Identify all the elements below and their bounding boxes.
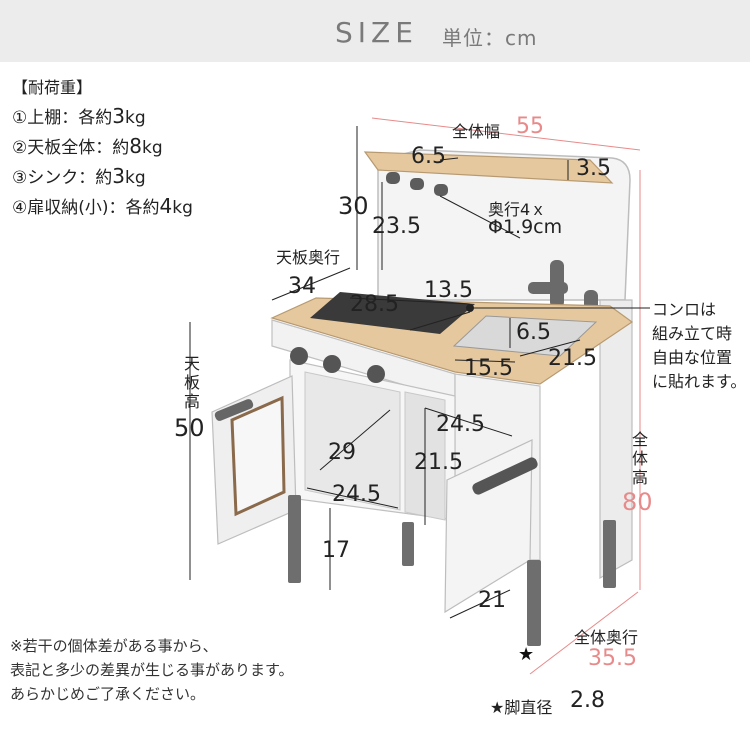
load-item-1: ①上棚：各約3kg [12, 104, 146, 128]
cabinet-depth-value: 29 [328, 440, 356, 465]
leg-height-value: 17 [322, 538, 350, 563]
top-height-label: 天板高 [184, 354, 201, 411]
door-handle [472, 457, 538, 495]
oven-window [230, 395, 286, 517]
total-height-value: 80 [622, 488, 653, 516]
unit-label: 単位：cm [442, 26, 538, 50]
knob-icon [290, 347, 385, 383]
stove-pointer-dot [466, 304, 474, 312]
load-capacity-heading: 【耐荷重】 [12, 78, 93, 97]
leg-diameter-value: 2.8 [570, 688, 605, 713]
total-depth-label: 全体奥行 [574, 628, 639, 647]
cabinet-height-value: 21.5 [414, 450, 463, 475]
sink-width-value: 21.5 [548, 346, 597, 371]
total-height-label: 全体高 [632, 430, 649, 487]
pink-dimension-lines [371, 117, 641, 675]
dimension-lines [189, 126, 650, 619]
size-header: SIZE 単位：cm [0, 0, 750, 62]
load-item-2: ②天板全体：約8kg [12, 134, 163, 158]
star-marker-icon: ★ [518, 644, 534, 665]
back-height-value: 30 [338, 192, 369, 220]
shelf-depth-value: 6.5 [411, 144, 446, 169]
hook-label-2: Φ1.9cm [488, 216, 563, 238]
disclaimer: ※若干の個体差がある事から、 表記と多少の差異が生じる事があります。 あらかじめ… [10, 637, 294, 703]
sink-length-value: 15.5 [464, 356, 513, 381]
load-item-4: ④扉収納(小)：各約4kg [12, 194, 193, 218]
top-height-value: 50 [174, 414, 205, 442]
shelf-thickness-value: 3.5 [576, 156, 611, 181]
sink-depth-value: 6.5 [516, 320, 551, 345]
stove-width-value: 28.5 [350, 292, 399, 317]
total-depth-value: 35.5 [588, 646, 637, 671]
small-door-width-value: 24.5 [436, 412, 485, 437]
hook-label-1: 奥行4ｘ [488, 200, 547, 219]
legs [288, 495, 616, 646]
stove-depth-value: 13.5 [424, 278, 473, 303]
load-item-3: ③シンク：約3kg [12, 164, 146, 188]
leg-diameter-label: ★脚直径 [490, 698, 553, 717]
back-inner-height-value: 23.5 [372, 214, 421, 239]
side-panel [599, 299, 633, 580]
top-shelf [363, 151, 614, 184]
total-width-label: 全体幅 [452, 122, 501, 141]
stove-note: コンロは 組み立て時 自由な位置 に貼れます。 [652, 300, 747, 391]
door-width-value: 21 [478, 588, 506, 613]
load-capacity-list: 【耐荷重】 ①上棚：各約3kg ②天板全体：約8kg ③シンク：約3kg ④扉収… [12, 74, 193, 222]
size-title: SIZE [335, 16, 418, 49]
left-cabinet-interior [304, 371, 401, 511]
top-depth-value: 34 [288, 274, 316, 299]
cabinet-width-value: 24.5 [332, 482, 381, 507]
top-depth-label: 天板奥行 [276, 248, 341, 267]
total-width-value: 55 [516, 114, 544, 139]
sink-icon [452, 315, 598, 357]
hook-icon [386, 172, 448, 196]
oven-handle [214, 399, 254, 421]
